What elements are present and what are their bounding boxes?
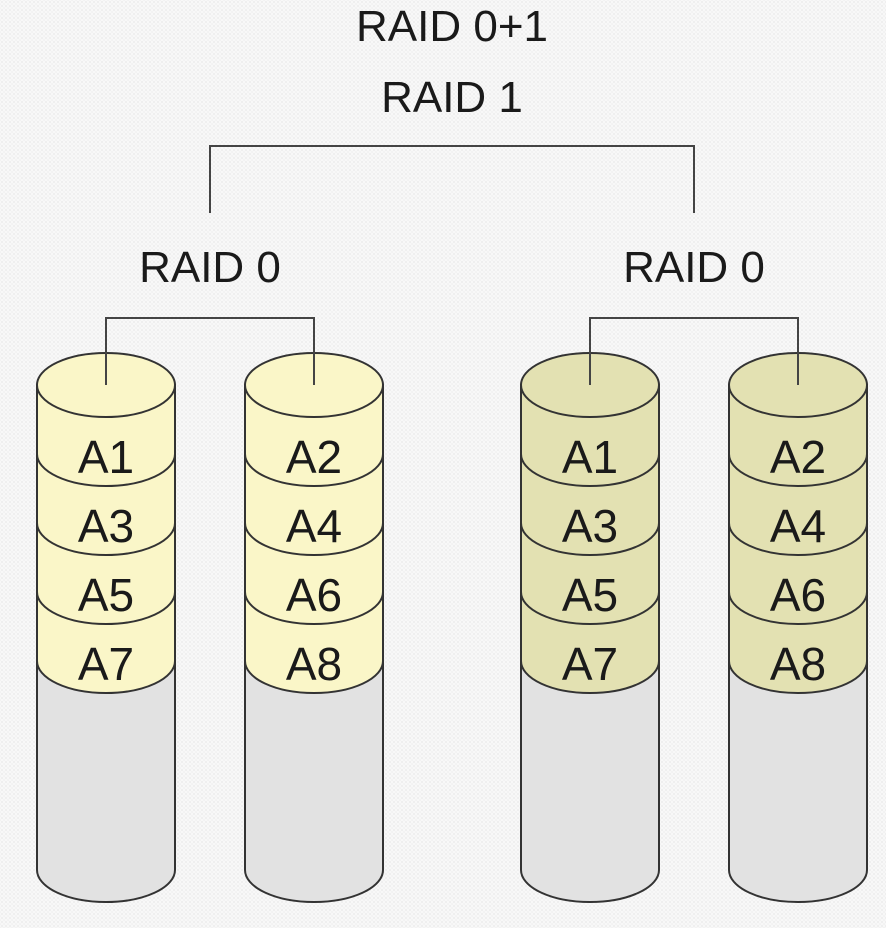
block-label: A5 <box>562 569 618 621</box>
raid0-label-right: RAID 0 <box>623 243 765 292</box>
raid1-label: RAID 1 <box>381 73 523 122</box>
raid01-title: RAID 0+1 <box>356 2 548 51</box>
disk-free-space <box>520 660 660 903</box>
block-label: A7 <box>78 638 134 690</box>
block-label: A2 <box>286 431 342 483</box>
block-label: A7 <box>562 638 618 690</box>
block-label: A6 <box>286 569 342 621</box>
disk-free-space <box>244 660 384 903</box>
disk-free-space <box>728 660 868 903</box>
block-label: A5 <box>78 569 134 621</box>
block-label: A1 <box>562 431 618 483</box>
block-label: A3 <box>562 500 618 552</box>
disk-free-space <box>36 660 176 903</box>
block-label: A8 <box>286 638 342 690</box>
block-label: A8 <box>770 638 826 690</box>
block-label: A1 <box>78 431 134 483</box>
block-label: A4 <box>286 500 342 552</box>
raid0-label-left: RAID 0 <box>139 243 281 292</box>
block-label: A6 <box>770 569 826 621</box>
block-label: A2 <box>770 431 826 483</box>
block-label: A3 <box>78 500 134 552</box>
raid1-connector <box>209 145 695 213</box>
block-label: A4 <box>770 500 826 552</box>
